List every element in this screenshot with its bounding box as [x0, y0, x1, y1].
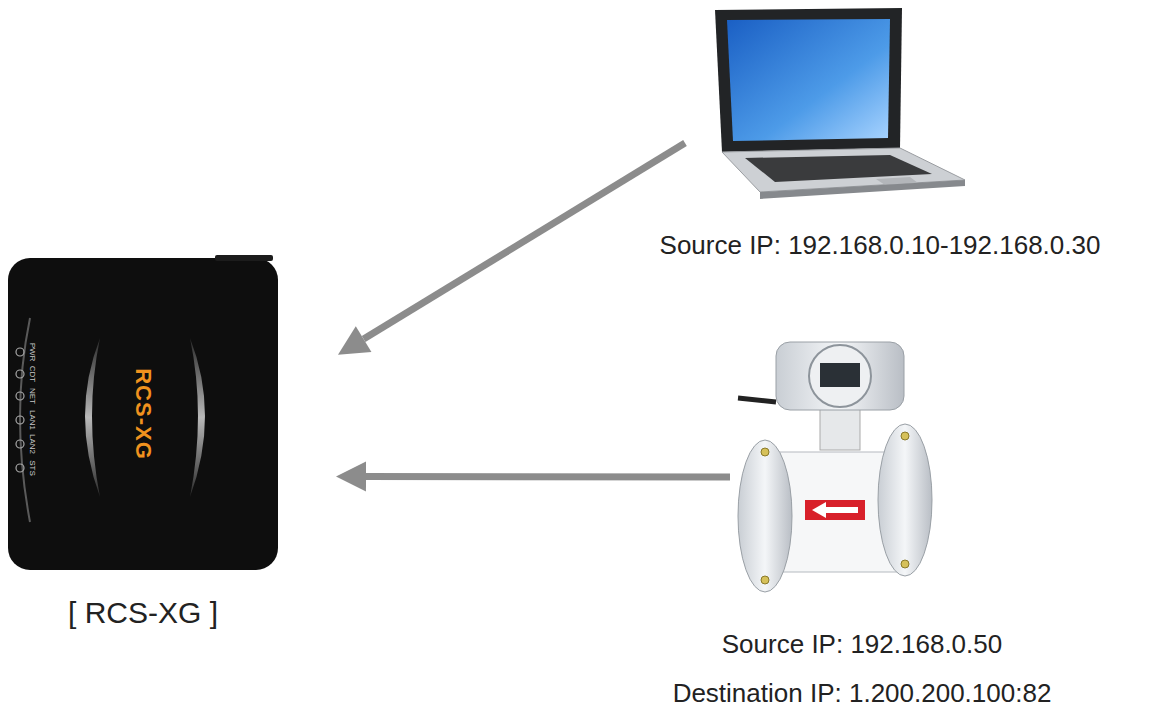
led [16, 348, 24, 356]
arrow-head [336, 461, 366, 491]
device-body [8, 258, 278, 570]
ip-label: Source IP: 192.168.0.50 [722, 628, 1002, 661]
bolt [901, 432, 909, 440]
bolt [761, 576, 769, 584]
arrow-shaft [364, 143, 685, 339]
led-label: CDT [28, 366, 36, 382]
flowmeter-flange [738, 440, 792, 592]
ip-label: Destination IP: 1.200.200.100:82 [673, 677, 1052, 710]
data-flow-arrow [336, 461, 730, 491]
flowmeter-cover [809, 345, 871, 407]
led [16, 392, 24, 400]
device-box: RCS-XG[ RCS-XG ] [8, 258, 278, 570]
ip-label: Source IP: 192.168.0.10-192.168.0.30 [660, 229, 1101, 262]
data-flow-arrow [338, 143, 685, 355]
device-highlight [190, 338, 205, 497]
led [16, 370, 24, 378]
led-group [16, 348, 24, 472]
laptop-illustration [715, 8, 965, 199]
bolt [901, 560, 909, 568]
led-label: NET [28, 388, 36, 404]
flowmeter-bolts [761, 432, 909, 584]
led-label: LAN1 [28, 410, 36, 430]
flowmeter-head [776, 342, 904, 410]
led-label: STS [28, 460, 36, 476]
device-tab [215, 255, 273, 261]
laptop-screen [727, 19, 890, 141]
flow-direction-plate [805, 500, 865, 520]
led-label: LAN2 [28, 434, 36, 454]
arrow-shaft [366, 473, 730, 481]
laptop-node: Source IP: 192.168.0.10-192.168.0.30 [700, 5, 965, 200]
arrow-head [338, 326, 371, 354]
led [16, 440, 24, 448]
flowmeter-cable [738, 398, 776, 402]
device-logo: RCS-XG [129, 368, 157, 460]
rcs-xg-device [8, 255, 278, 570]
laptop-bezel [715, 8, 902, 152]
bolt [761, 448, 769, 456]
laptop-front [760, 180, 965, 199]
flowmeter-flange [878, 424, 932, 576]
led-label: PWR [28, 343, 36, 362]
led [16, 464, 24, 472]
device-highlight [85, 338, 100, 497]
flowmeter-neck [820, 405, 860, 450]
flowmeter-node: Source IP: 192.168.0.50Destination IP: 1… [735, 335, 935, 605]
led [16, 416, 24, 424]
flowmeter-illustration [738, 342, 932, 592]
device-caption: [ RCS-XG ] [68, 594, 218, 632]
flowmeter-display [820, 363, 860, 387]
flow-direction-arrow [812, 502, 858, 518]
